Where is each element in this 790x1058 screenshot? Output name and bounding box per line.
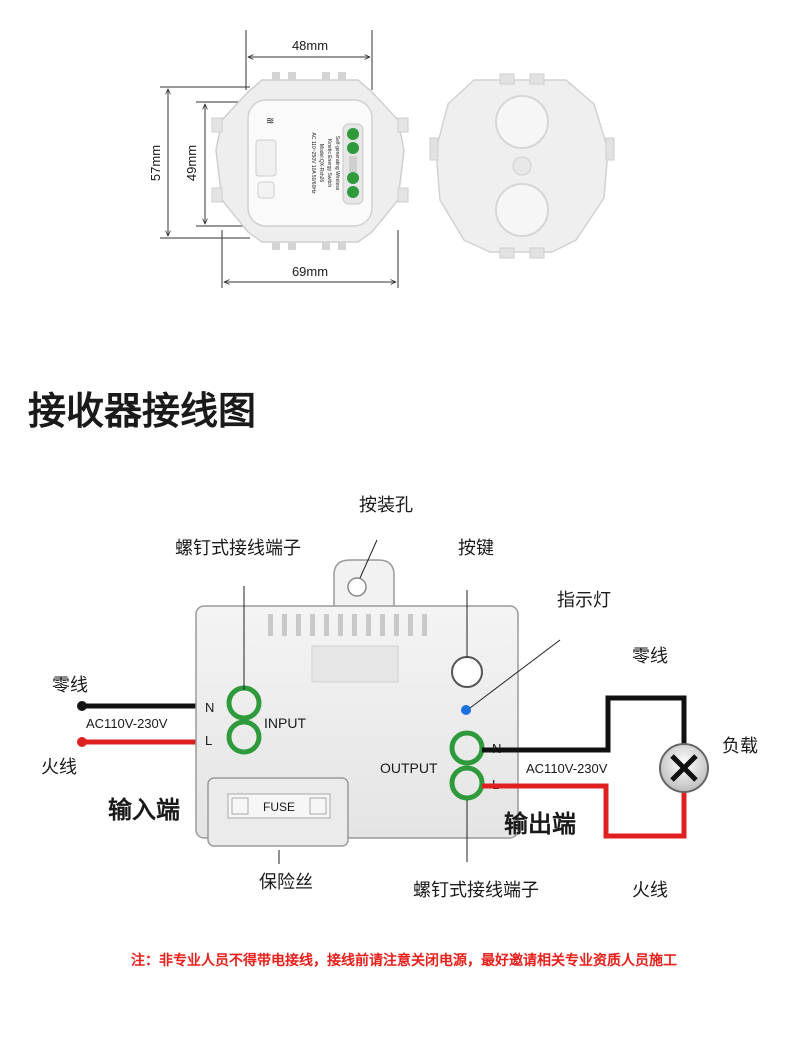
receiver-front-view: ≋ Self-generating Wireless Kinetic Energ… bbox=[211, 72, 409, 250]
label-in-n: N bbox=[205, 700, 214, 715]
label-live-right: 火线 bbox=[632, 880, 668, 901]
dim-height-49: 49mm bbox=[184, 145, 199, 181]
indicator-led bbox=[461, 705, 471, 715]
dim-height-57: 57mm bbox=[148, 145, 163, 181]
device-label-line1: Self-generating Wireless bbox=[334, 136, 340, 191]
wire-output-neutral bbox=[482, 695, 687, 753]
section-title: 接收器接线图 bbox=[28, 389, 256, 433]
label-in-l: L bbox=[205, 733, 212, 748]
voltage-input-label: AC110V-230V bbox=[86, 716, 168, 731]
label-neutral-left: 零线 bbox=[52, 675, 88, 696]
voltage-output-label: AC110V-230V bbox=[526, 761, 608, 776]
label-live-left: 火线 bbox=[41, 757, 77, 778]
label-screw-terminal-top: 螺钉式接线端子 bbox=[175, 538, 301, 559]
dim-width-48: 48mm bbox=[292, 38, 328, 53]
callout-lines bbox=[243, 539, 561, 864]
device-label-line4: AC 110~250V 10A 50/60Hz bbox=[310, 133, 316, 194]
device-label-line2: Kinetic Energy Switch bbox=[326, 139, 332, 188]
load-lamp-icon bbox=[659, 743, 709, 793]
warning-note: 注：非专业人员不得带电接线，接线前请注意关闭电源，最好邀请相关专业资质人员施工 bbox=[131, 952, 677, 969]
dimension-lines bbox=[160, 30, 399, 288]
dim-width-69: 69mm bbox=[292, 264, 328, 279]
mounting-hole bbox=[347, 577, 367, 597]
label-input: INPUT bbox=[264, 715, 306, 731]
label-fuse-callout: 保险丝 bbox=[259, 872, 313, 893]
wire-output-live bbox=[482, 783, 687, 839]
vent-slots bbox=[268, 614, 427, 636]
receiver-module: N L INPUT OUTPUT N L FUSE bbox=[195, 559, 519, 847]
receiver-wifi-icon: ≋ bbox=[266, 116, 274, 127]
label-neutral-right: 零线 bbox=[632, 646, 668, 667]
label-load: 负载 bbox=[722, 736, 758, 757]
label-input-end: 输入端 bbox=[108, 796, 180, 824]
label-button: 按键 bbox=[458, 538, 494, 559]
pair-button[interactable] bbox=[451, 656, 483, 688]
label-output: OUTPUT bbox=[380, 760, 438, 776]
label-fuse: FUSE bbox=[263, 800, 295, 814]
mounting-box-back-view bbox=[429, 73, 615, 259]
device-label-line3: Model:QX-Rsh26 bbox=[318, 144, 324, 183]
label-indicator-light: 指示灯 bbox=[557, 590, 611, 611]
label-output-end: 输出端 bbox=[504, 810, 576, 838]
label-mounting-hole: 按装孔 bbox=[359, 495, 413, 516]
label-screw-terminal-bottom: 螺钉式接线端子 bbox=[413, 880, 539, 901]
